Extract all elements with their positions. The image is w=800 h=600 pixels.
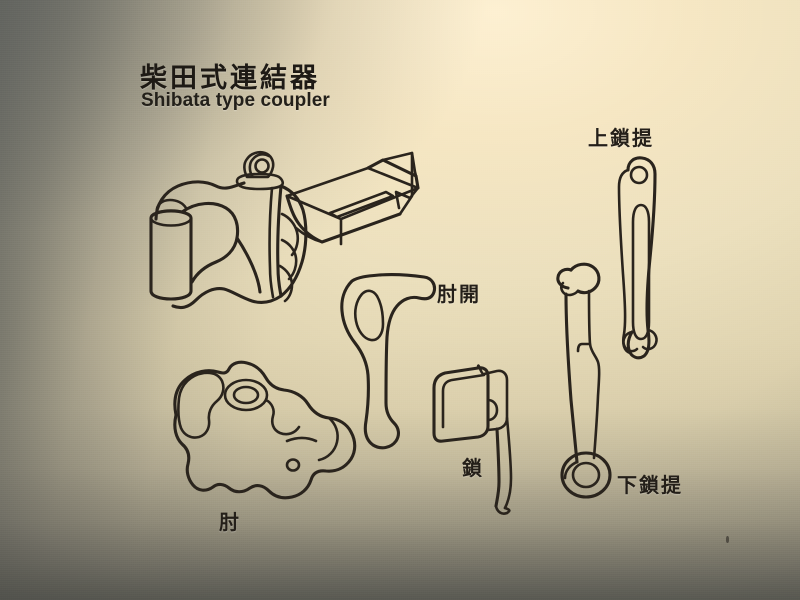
page-title-japanese: 柴田式連結器 [140,63,320,93]
part-knuckle [175,362,355,498]
part-lock [434,366,511,514]
label-upper-lock-lifter: 上鎖提 [588,128,654,150]
label-lock: 鎖 [462,458,484,480]
part-coupler-head [151,152,418,307]
dust-speck [726,536,729,543]
page-title-english: Shibata type coupler [141,90,330,111]
label-lower-lock-lifter: 下鎖提 [617,475,683,497]
part-knuckle-opener [342,275,435,448]
label-knuckle: 肘 [219,512,241,534]
part-lower-lock-lifter [558,264,610,497]
label-knuckle-opener: 肘開 [437,284,481,306]
part-upper-lock-lifter [619,158,657,358]
